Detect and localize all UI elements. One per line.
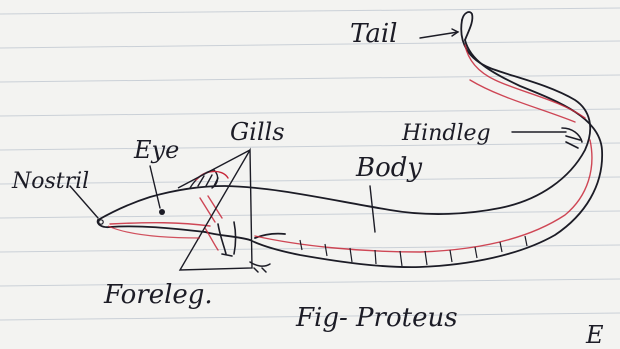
eye-label: Eye	[133, 136, 179, 164]
figure-caption: Fig- Proteus	[295, 303, 458, 333]
eye-mark	[159, 209, 165, 215]
pointer-lines	[70, 29, 566, 232]
hindleg-drawing	[562, 128, 582, 148]
gills-pointer	[178, 150, 252, 270]
ruled-lines	[0, 8, 620, 320]
foreleg-label: Foreleg.	[103, 280, 213, 310]
hindleg-label: Hindleg	[401, 121, 491, 146]
body-label: Body	[355, 153, 422, 183]
gills-label: Gills	[230, 118, 285, 146]
corner-mark: E	[585, 321, 604, 349]
nostril-label: Nostril	[11, 169, 89, 194]
tail-label: Tail	[350, 19, 397, 49]
foreleg-drawing	[218, 222, 236, 256]
nostril-mark	[99, 220, 103, 224]
ventral-ticks	[300, 236, 527, 266]
lower-feet	[250, 262, 270, 272]
